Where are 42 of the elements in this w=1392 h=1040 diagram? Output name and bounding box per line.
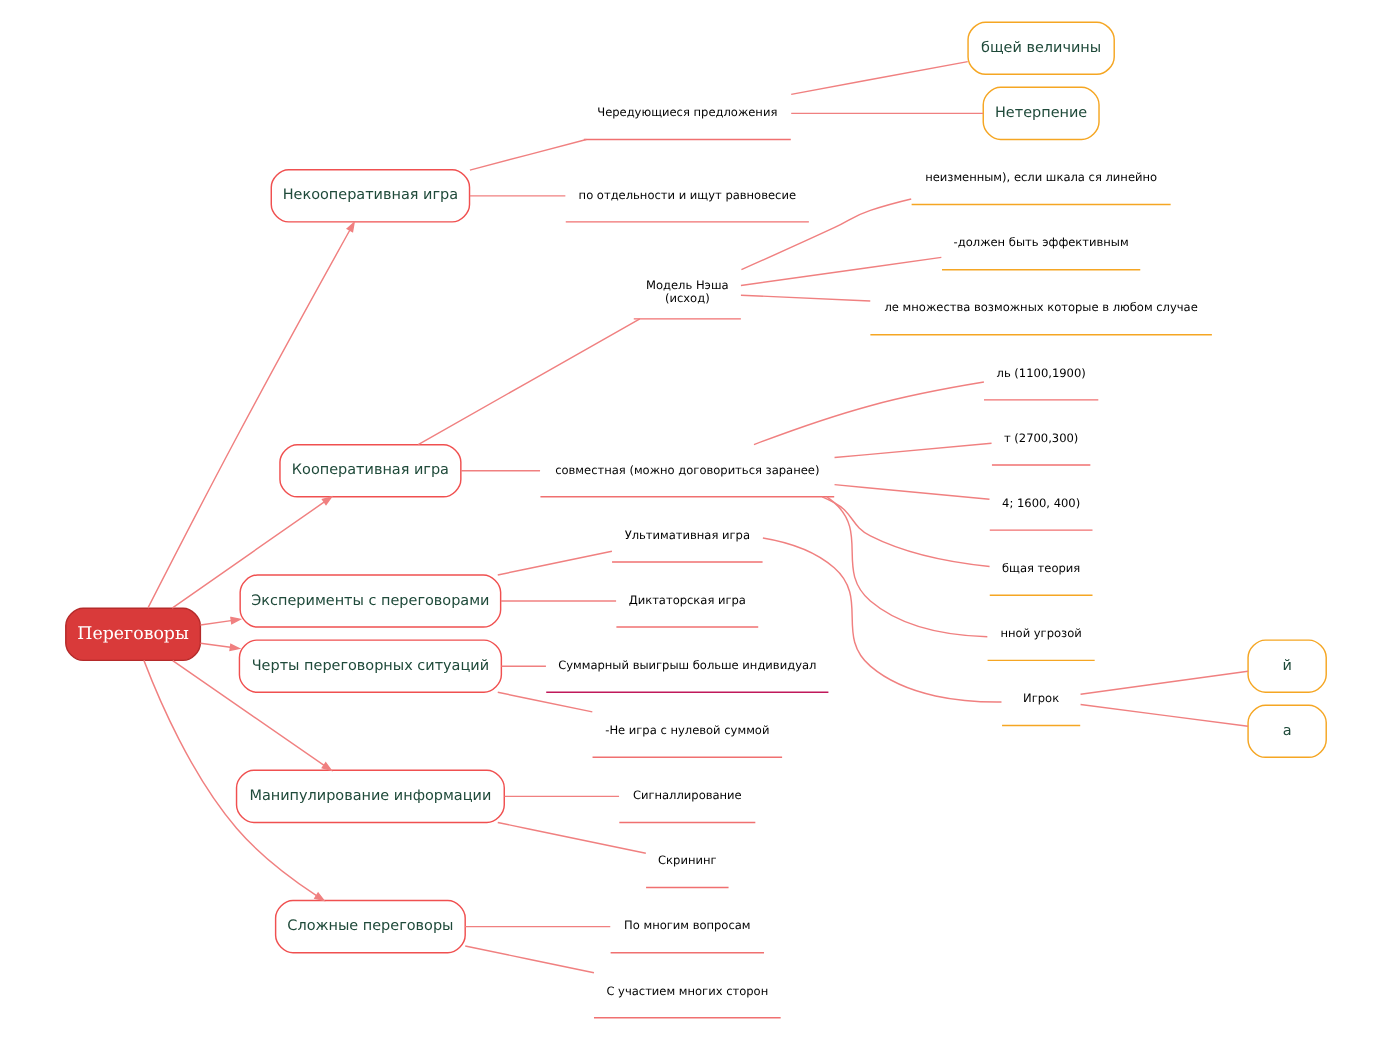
- connector: [833, 483, 991, 501]
- connector: [753, 381, 985, 446]
- connector: [503, 795, 620, 798]
- node-box: Черты переговорных ситуаций: [238, 639, 503, 693]
- connector: [833, 442, 993, 459]
- arrow: [147, 220, 356, 609]
- connector: [790, 112, 984, 115]
- arrow: [143, 659, 326, 902]
- arrow: [199, 616, 243, 626]
- connector: [1079, 703, 1249, 728]
- connector: [460, 470, 541, 472]
- connector: [762, 537, 1003, 703]
- node-box: бщей величины: [967, 21, 1115, 75]
- node-box: Сложные переговоры: [274, 899, 466, 954]
- node-box: Манипулирование информации: [235, 769, 505, 824]
- connector: [500, 665, 547, 667]
- connector: [417, 318, 641, 446]
- connector: [469, 195, 567, 197]
- connector: [740, 198, 912, 271]
- node-box: Переговоры: [65, 607, 202, 662]
- node-box: й: [1247, 639, 1327, 693]
- connector: [740, 256, 943, 287]
- arrow: [171, 495, 334, 609]
- connector: [497, 550, 613, 576]
- connector: [469, 138, 588, 171]
- connector: [821, 496, 991, 568]
- connector: [790, 60, 969, 96]
- node-box: Эксперименты с переговорами: [239, 574, 502, 628]
- connector: [826, 496, 989, 638]
- node-box: Некооперативная игра: [270, 169, 471, 223]
- arrow: [199, 642, 242, 652]
- connector: [1079, 670, 1249, 695]
- connector: [464, 945, 595, 974]
- node-box: Нетерпение: [982, 86, 1100, 141]
- arrow: [172, 660, 333, 772]
- connector: [497, 691, 594, 713]
- node-box: Кооперативная игра: [279, 444, 462, 498]
- connector: [497, 821, 647, 854]
- node-box: а: [1247, 704, 1327, 759]
- connector: [500, 600, 617, 602]
- connector: [464, 925, 611, 928]
- connector: [740, 294, 871, 302]
